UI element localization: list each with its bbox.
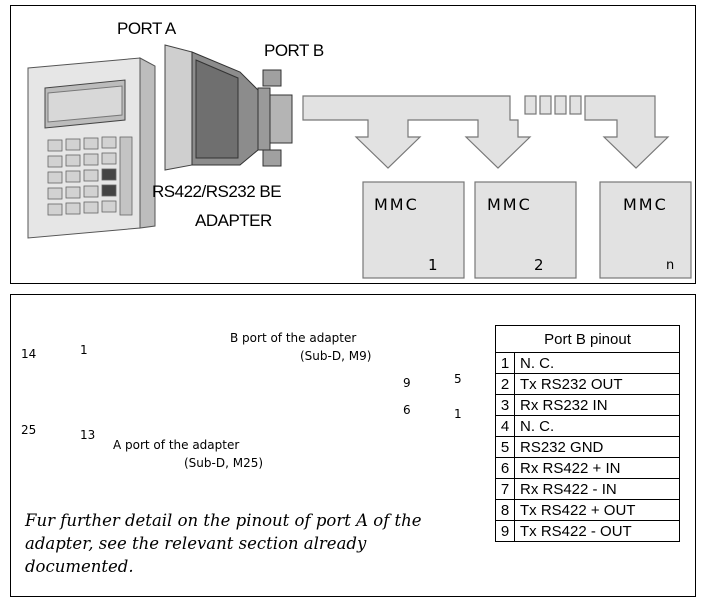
bus-arrows — [302, 95, 670, 169]
pin-number: 1 — [495, 352, 515, 374]
mmc-index-2: 2 — [534, 256, 544, 274]
pinout-table-header: Port B pinout — [495, 325, 680, 353]
connector-a-pin-1: 1 — [80, 343, 88, 357]
pin-signal: Rx RS422 - IN — [514, 478, 680, 500]
adapter-label-line1: RS422/RS232 BE — [152, 182, 282, 201]
pin-signal: Tx RS422 - OUT — [514, 520, 680, 542]
mmc-box-1 — [362, 181, 465, 279]
mmc-title-2: MMC — [487, 195, 532, 214]
pin-number: 7 — [495, 478, 515, 500]
mmc-title-1: MMC — [374, 195, 419, 214]
connector-a-label-line2: (Sub-D, M25) — [184, 456, 264, 470]
connector-a-label-line1: A port of the adapter — [113, 438, 240, 452]
pin-number: 9 — [495, 520, 515, 542]
mmc-title-n: MMC — [623, 195, 668, 214]
pinout-note: Fur further detail on the pinout of port… — [25, 511, 422, 576]
pin-signal: Rx RS232 IN — [514, 394, 680, 416]
mmc-box-2 — [474, 181, 577, 279]
port-b-label: PORT B — [264, 41, 324, 60]
connector-b-label-line1: B port of the adapter — [230, 331, 357, 345]
adapter-icon — [164, 44, 293, 171]
pin-number: 6 — [495, 457, 515, 479]
pin-number: 8 — [495, 499, 515, 521]
adapter-label-line2: ADAPTER — [195, 211, 272, 230]
connector-b-pin-6: 6 — [403, 403, 411, 417]
pin-number: 3 — [495, 394, 515, 416]
pin-number: 4 — [495, 415, 515, 437]
pin-number: 5 — [495, 436, 515, 458]
port-a-label: PORT A — [117, 19, 176, 38]
connector-a-pin-25: 25 — [21, 423, 37, 437]
pin-signal: N. C. — [514, 415, 680, 437]
connector-a-pin-14: 14 — [21, 347, 37, 361]
pin-signal: Tx RS232 OUT — [514, 373, 680, 395]
pin-number: 2 — [495, 373, 515, 395]
connector-b-label-line2: (Sub-D, M9) — [300, 349, 372, 363]
operator-terminal-icon — [27, 57, 156, 239]
pin-signal: RS232 GND — [514, 436, 680, 458]
pin-signal: Tx RS422 + OUT — [514, 499, 680, 521]
connector-b-pin-9: 9 — [403, 376, 411, 390]
mmc-index-n: n — [666, 258, 675, 273]
mmc-box-n — [599, 181, 692, 279]
connector-b-pin-5: 5 — [454, 372, 462, 386]
pin-signal: N. C. — [514, 352, 680, 374]
connector-b-pin-1: 1 — [454, 407, 462, 421]
mmc-index-1: 1 — [428, 256, 438, 274]
connector-a-pin-13: 13 — [80, 428, 96, 442]
pin-signal: Rx RS422 + IN — [514, 457, 680, 479]
